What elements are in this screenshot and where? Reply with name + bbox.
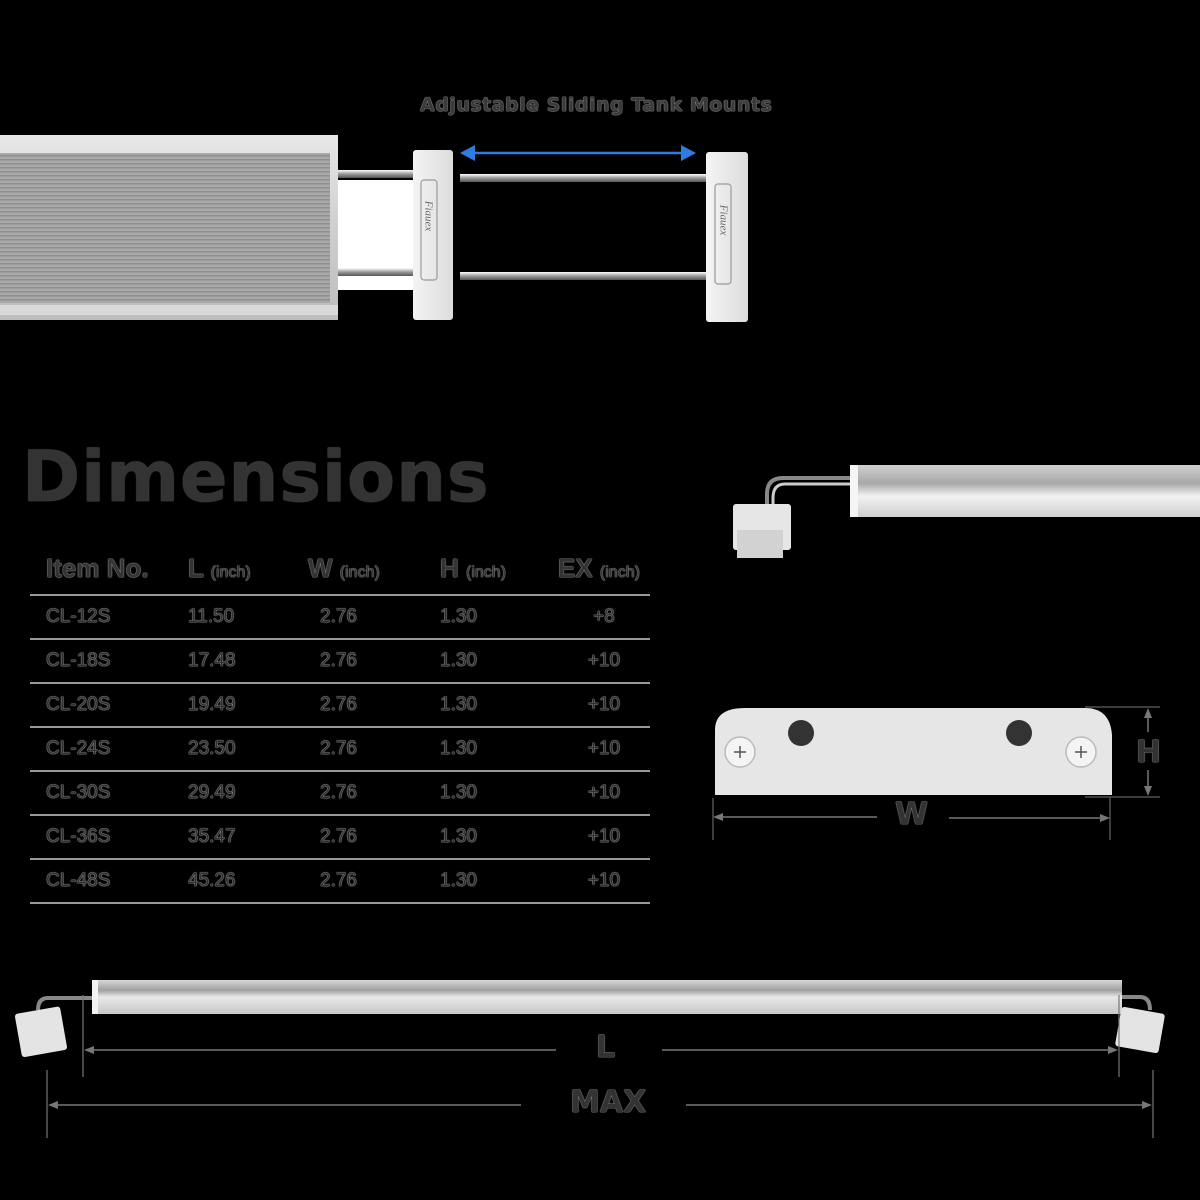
table-row: CL-20S 19.49 2.76 1.30 +10 — [30, 682, 650, 727]
brand-mark-right: Fiauex — [717, 204, 730, 236]
table-row: CL-36S 35.47 2.76 1.30 +10 — [30, 814, 650, 859]
header-item-no: Item No. — [46, 552, 149, 583]
header-extension: EX (inch) — [558, 552, 640, 583]
dimensions-table: Item No. L (inch) W (inch) H (inch) EX (… — [30, 542, 650, 904]
light-fixture-top-view — [0, 135, 340, 320]
sliding-mounts-caption: Adjustable Sliding Tank Mounts — [420, 94, 773, 116]
table-row: CL-48S 45.26 2.76 1.30 +10 — [30, 858, 650, 904]
height-label: H — [1136, 735, 1162, 770]
table-row: CL-18S 17.48 2.76 1.30 +10 — [30, 638, 650, 683]
table-row: CL-12S 11.50 2.76 1.30 +8 — [30, 594, 650, 639]
full-length-illustration — [14, 980, 1165, 1138]
table-row: CL-24S 23.50 2.76 1.30 +10 — [30, 726, 650, 771]
page-title: Dimensions — [22, 436, 490, 518]
light-body-illustration — [0, 135, 338, 320]
header-height: H (inch) — [440, 552, 507, 583]
brand-mark-left: Fiauex — [422, 200, 435, 232]
header-length: L (inch) — [188, 552, 251, 583]
length-label: L — [596, 1030, 616, 1065]
side-view-illustration — [733, 465, 1200, 558]
sliding-mounts-illustration — [338, 145, 748, 322]
max-length-label: MAX — [570, 1085, 647, 1120]
end-view-illustration — [712, 706, 1160, 840]
table-row: CL-30S 29.49 2.76 1.30 +10 — [30, 770, 650, 815]
table-header-row: Item No. L (inch) W (inch) H (inch) EX (… — [30, 542, 650, 595]
width-label: W — [895, 797, 929, 832]
header-width: W (inch) — [308, 552, 380, 583]
